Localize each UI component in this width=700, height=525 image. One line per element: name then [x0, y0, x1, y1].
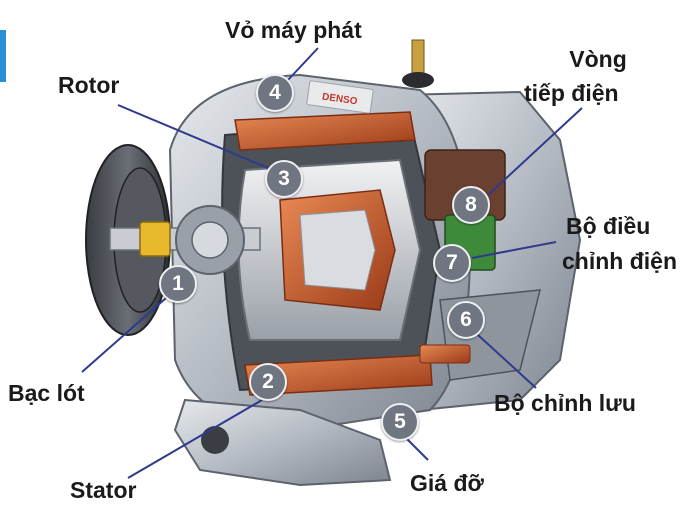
marker-3: 3: [265, 160, 303, 198]
label-stator: Stator: [70, 477, 137, 503]
leader-bushing: [81, 297, 167, 373]
leader-rotor: [117, 104, 269, 169]
marker-2: 2: [249, 363, 287, 401]
marker-1: 1: [159, 265, 197, 303]
label-rectifier: Bộ chỉnh lưu: [494, 390, 636, 416]
brand-plate: [306, 80, 374, 114]
stator-winding-bottom: [244, 354, 433, 396]
shaft-nut: [139, 221, 171, 257]
rotor-pole: [299, 209, 376, 291]
leader-bracket: [403, 435, 429, 461]
stator-winding-top: [234, 111, 416, 151]
marker-7: 7: [433, 244, 471, 282]
marker-4: 4: [256, 74, 294, 112]
leader-regulator: [471, 241, 557, 259]
edge-badge: [0, 30, 6, 82]
label-bushing: Bạc lót: [8, 380, 85, 406]
label-rotor: Rotor: [58, 72, 120, 98]
label-regulator-1: Bộ điều: [566, 213, 651, 239]
label-slip-ring-1: Vòng: [569, 46, 627, 72]
leader-slip-ring: [487, 107, 583, 196]
label-casing: Vỏ máy phát: [225, 17, 362, 43]
leader-stator: [127, 399, 263, 479]
leader-lines: [81, 47, 583, 479]
mounting-bracket: [173, 398, 392, 487]
label-slip-ring-2: tiếp điện: [524, 80, 619, 106]
label-regulator-2: chỉnh điện: [562, 248, 677, 274]
marker-8: 8: [452, 186, 490, 224]
label-bracket: Giá đỡ: [410, 470, 484, 496]
leader-rectifier: [477, 334, 537, 389]
brand-plate-text: DENSO: [321, 92, 358, 108]
marker-6: 6: [447, 301, 485, 339]
marker-5: 5: [381, 403, 419, 441]
leader-casing: [287, 47, 319, 81]
